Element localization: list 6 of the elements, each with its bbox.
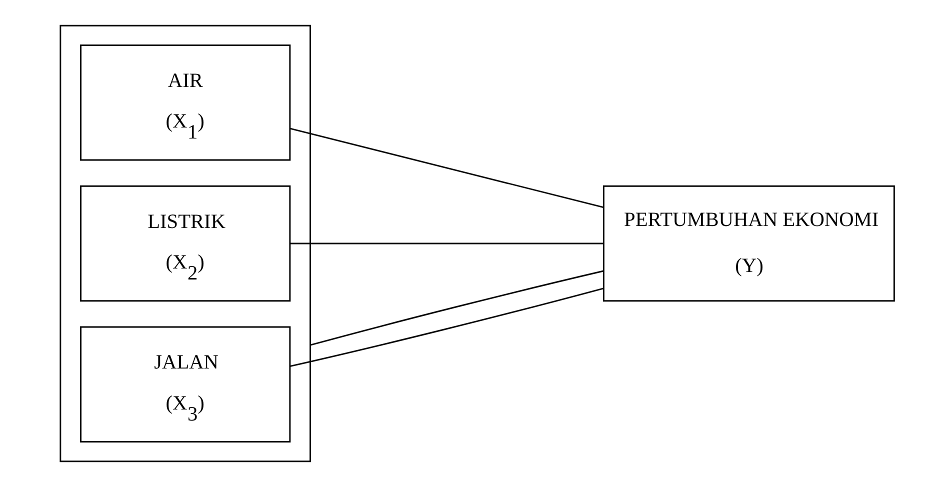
connector	[290, 128, 604, 208]
cluster	[60, 24, 311, 462]
connector	[310, 270, 604, 346]
node-box: PERTUMBUHAN EKONOMI (Y)	[602, 185, 895, 302]
connector	[290, 288, 604, 367]
connector	[290, 242, 604, 244]
